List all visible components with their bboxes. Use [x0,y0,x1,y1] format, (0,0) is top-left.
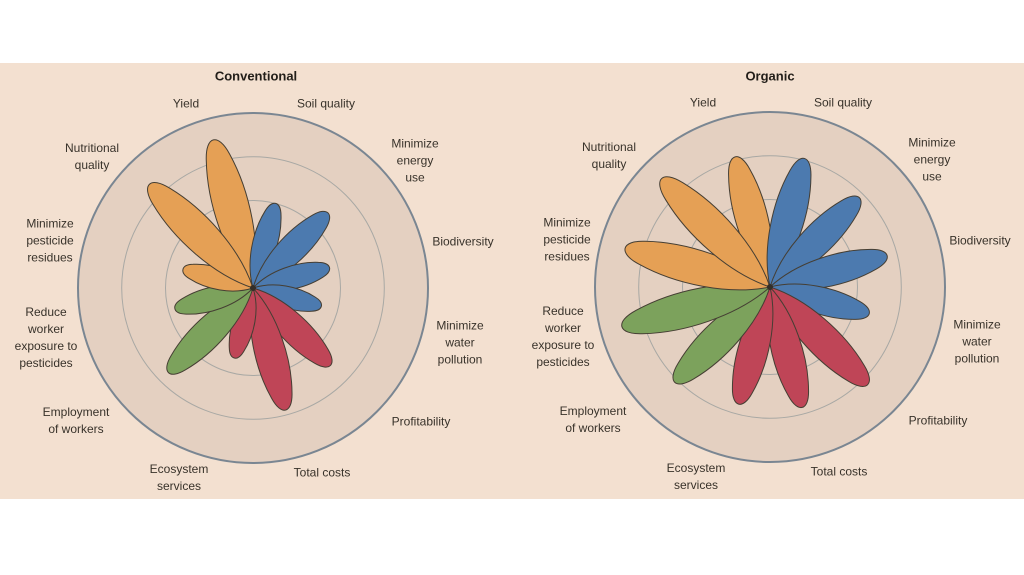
panel-title-organic: Organic [745,68,795,84]
axis-label-biodiversity-organic: Biodiversity [949,233,1011,248]
axis-label-soil-quality-organic: Soil quality [813,95,873,110]
axis-label-nutritional-quality-conventional: Nutritional quality [64,140,120,172]
axis-label-reduce-worker-exposure-to-pesticides-organic: Reduce worker exposure to pesticides [531,303,595,370]
axis-label-minimize-pesticide-residues-conventional: Minimize pesticide residues [26,216,74,265]
axis-label-minimize-water-pollution-conventional: Minimize water pollution [436,318,484,367]
axis-label-yield-organic: Yield [689,95,717,110]
axis-label-minimize-energy-use-conventional: Minimize energy use [391,136,439,185]
axis-label-minimize-water-pollution-organic: Minimize water pollution [953,317,1001,366]
panel-title-conventional: Conventional [214,68,298,84]
axis-label-soil-quality-conventional: Soil quality [296,96,356,111]
axis-label-employment-of-workers-conventional: Employment of workers [42,404,110,436]
center-dot-organic [767,284,773,290]
flower-chart-organic [594,111,946,463]
axis-label-total-costs-organic: Total costs [810,464,868,479]
axis-label-minimize-energy-use-organic: Minimize energy use [908,135,956,184]
grid-ring-50-conventional [165,200,341,376]
center-dot-conventional [250,285,256,291]
petal-nutritional-quality-organic [659,176,771,288]
axis-label-total-costs-conventional: Total costs [293,465,351,480]
petal-total-costs-conventional [249,287,293,411]
axis-label-minimize-pesticide-residues-organic: Minimize pesticide residues [543,215,591,264]
axis-label-employment-of-workers-organic: Employment of workers [559,403,627,435]
axis-label-biodiversity-conventional: Biodiversity [432,234,494,249]
axis-label-nutritional-quality-organic: Nutritional quality [581,139,637,171]
axis-label-ecosystem-services-conventional: Ecosystem services [149,461,209,493]
grid-ring-75-conventional [121,156,385,420]
axis-label-reduce-worker-exposure-to-pesticides-conventional: Reduce worker exposure to pesticides [14,304,78,371]
axis-label-ecosystem-services-organic: Ecosystem services [666,460,726,492]
flower-chart-conventional [77,112,429,464]
axis-label-yield-conventional: Yield [172,96,200,111]
petal-nutritional-quality-conventional [147,182,254,289]
axis-label-profitability-organic: Profitability [908,413,968,428]
axis-label-profitability-conventional: Profitability [391,414,451,429]
grid-ring-75-organic [638,155,902,419]
grid-ring-50-organic [682,199,858,375]
